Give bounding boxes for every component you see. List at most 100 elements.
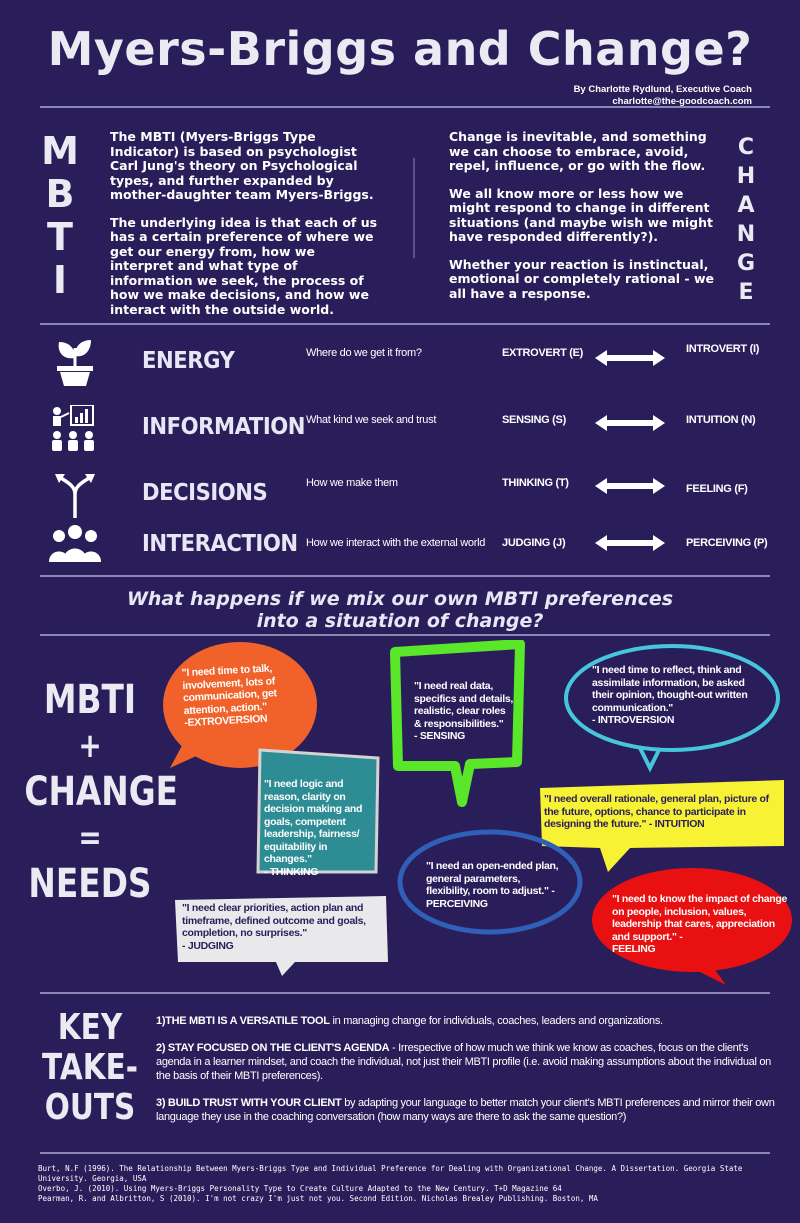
vertical-letter: T [47,215,73,259]
feeling-bubble [592,868,792,985]
takeout-lead: 1)THE MBTI IS A VERSATILE TOOL [156,1015,330,1027]
presentation-icon [52,405,94,451]
intro-right-p1: Change is inevitable, and something we c… [449,129,707,173]
intro-divider [413,158,415,258]
preference-left-type: THINKING (T) [502,477,569,489]
reference-item: Overbo, J. (2010). Using Myers-Briggs Pe… [38,1184,562,1193]
preference-question: How we interact with the external world [306,537,486,549]
divider [40,575,770,577]
vertical-letter: H [736,164,756,189]
divider [40,992,770,994]
references: Burt, N.F (1996). The Relationship Betwe… [38,1164,778,1204]
thinking-text: "I need logic and reason, clarity on dec… [264,778,376,878]
equation-operator: + [78,726,102,766]
introversion-bubble [564,644,780,773]
equation-result: NEEDS [28,861,152,907]
equation-term: MBTI [43,677,137,723]
heading-line: TAKE- [42,1047,138,1088]
vertical-letter: A [737,193,755,218]
divider [40,1152,770,1154]
intro-left: The MBTI (Myers-Briggs Type Indicator) i… [110,129,380,330]
equation-term: CHANGE [24,769,179,815]
intro-right-p3: Whether your reaction is instinctual, em… [449,256,714,301]
takeout-body: in managing change for individuals, coac… [329,1015,663,1027]
thinking-bubble [256,748,380,874]
reference-item: Pearman, R. and Albritton, S (2010). I'm… [38,1194,598,1203]
preference-name: INTERACTION [142,531,298,557]
introversion-text: "I need time to reflect, think and assim… [592,664,762,727]
divider [40,634,770,636]
preference-name: DECISIONS [142,480,268,506]
preference-question: Where do we get it from? [306,347,422,359]
bubble-quote: "I need time to talk, involvement, lots … [181,662,278,717]
vertical-letter: M [41,129,79,173]
extroversion-bubble [163,642,317,768]
preference-right-type: INTROVERT (I) [686,343,760,355]
speech-bubbles-graphic [163,640,792,985]
preference-left-type: EXTROVERT (E) [502,347,584,359]
reference-item: Burt, N.F (1996). The Relationship Betwe… [38,1164,743,1183]
preference-question: What kind we seek and trust [306,414,437,426]
divider [40,323,770,325]
takeout-lead: 2) STAY FOCUSED ON THE CLIENT'S AGENDA [156,1042,390,1054]
bubble-quote: "I need real data, specifics and details… [414,680,514,730]
intuition-text: "I need overall rationale, general plan,… [544,793,780,831]
preference-left-type: JUDGING (J) [502,537,566,549]
preference-row-decisions: DECISIONS How we make them THINKING (T) … [0,470,800,520]
heading-line: OUTS [44,1087,136,1128]
vertical-letter: E [738,280,754,305]
takeout-item: 1)THE MBTI IS A VERSATILE TOOL in managi… [156,1014,776,1028]
preference-name: ENERGY [142,348,235,374]
perceiving-text: "I need an open-ended plan, general para… [426,860,562,910]
preference-name: INFORMATION [142,414,306,440]
divider [40,106,770,108]
group-icon [49,525,101,562]
sensing-text: "I need real data, specifics and details… [414,680,514,743]
bubble-signature: - INTUITION [648,818,705,830]
intuition-bubble [540,780,784,872]
page-title: Myers-Briggs and Change? [47,22,753,76]
author-email[interactable]: charlotte@the-goodcoach.com [612,96,752,107]
vertical-letter: G [736,251,756,276]
preference-right-type: FEELING (F) [686,483,748,495]
bubble-signature: - INTROVERSION [592,714,675,726]
double-arrow-icon [595,478,665,494]
takeout-item: 3) BUILD TRUST WITH YOUR CLIENT by adapt… [156,1096,776,1124]
preference-right-type: PERCEIVING (P) [686,537,768,549]
author: By Charlotte Rydlund, Executive Coach [573,84,752,95]
byline: By Charlotte Rydlund, Executive Coach ch… [574,84,752,108]
intro-left-p1: The MBTI (Myers-Briggs Type Indicator) i… [110,129,374,202]
section-question: What happens if we mix our own MBTI pref… [0,588,800,632]
preference-row-information: INFORMATION What kind we seek and trust … [0,405,800,455]
heading-line: KEY [57,1007,123,1048]
bubble-quote: "I need logic and reason, clarity on dec… [264,778,363,865]
double-arrow-icon [595,350,665,366]
extroversion-text: "I need time to talk, involvement, lots … [181,661,304,730]
bubble-quote: "I need clear priorities, action plan an… [182,902,366,939]
key-takeouts-heading: KEY TAKE- OUTS [33,1008,148,1128]
bubble-signature: - THINKING [264,865,319,878]
split-arrow-icon [55,474,95,518]
preference-question: How we make them [306,477,398,489]
vertical-letter: C [737,135,755,160]
takeout-lead: 3) BUILD TRUST WITH YOUR CLIENT [156,1097,342,1109]
bubble-quote: "I need time to reflect, think and assim… [592,664,748,714]
double-arrow-icon [595,415,665,431]
bubble-signature: - SENSING [414,730,465,742]
double-arrow-icon [595,535,665,551]
bubble-quote: "I need an open-ended plan, general para… [426,860,559,897]
intro-right: Change is inevitable, and something we c… [449,129,719,314]
intro-right-p2: We all know more or less how we might re… [449,185,713,244]
question-line-2: into a situation of change? [256,610,544,632]
bubble-quote: "I need to know the impact of change on … [612,893,788,943]
bubble-signature: FEELING [612,943,656,955]
vertical-letter: B [45,172,75,216]
judging-bubble [175,896,388,976]
key-takeouts-list: 1)THE MBTI IS A VERSATILE TOOL in managi… [156,1014,776,1124]
vertical-letter: N [736,222,756,247]
takeout-item: 2) STAY FOCUSED ON THE CLIENT'S AGENDA -… [156,1041,776,1083]
